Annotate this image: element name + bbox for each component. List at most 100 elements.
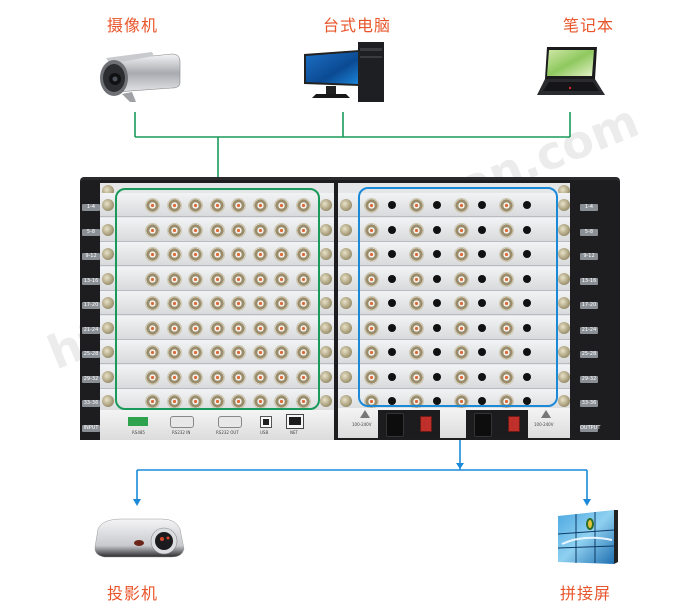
bnc-input-connector[interactable] <box>166 320 182 336</box>
bnc-output-connector[interactable] <box>499 222 514 238</box>
bnc-input-connector[interactable] <box>295 247 311 262</box>
bnc-input-connector[interactable] <box>252 345 268 360</box>
bnc-output-connector[interactable] <box>499 296 514 311</box>
bnc-input-connector[interactable] <box>209 296 225 311</box>
bnc-input-connector[interactable] <box>166 369 182 385</box>
power-switch-1[interactable] <box>420 416 432 432</box>
bnc-input-connector[interactable] <box>209 198 225 213</box>
bnc-output-connector[interactable] <box>409 247 424 262</box>
bnc-output-connector[interactable] <box>409 345 424 360</box>
bnc-input-connector[interactable] <box>274 345 289 360</box>
bnc-input-connector[interactable] <box>209 247 225 262</box>
power-socket-2[interactable] <box>474 413 492 437</box>
bnc-input-connector[interactable] <box>145 320 160 336</box>
bnc-input-connector[interactable] <box>166 271 182 287</box>
bnc-input-connector[interactable] <box>252 296 268 311</box>
bnc-input-connector[interactable] <box>295 345 311 360</box>
bnc-input-connector[interactable] <box>209 345 225 360</box>
rs232-in-port[interactable] <box>170 416 194 428</box>
bnc-input-connector[interactable] <box>188 394 203 409</box>
bnc-input-connector[interactable] <box>145 296 160 311</box>
bnc-input-connector[interactable] <box>295 222 311 238</box>
bnc-output-connector[interactable] <box>409 320 424 336</box>
bnc-input-connector[interactable] <box>231 394 246 409</box>
bnc-input-connector[interactable] <box>145 271 160 287</box>
rs485-terminal[interactable] <box>128 417 148 426</box>
bnc-output-connector[interactable] <box>454 320 469 336</box>
bnc-output-connector[interactable] <box>364 271 379 287</box>
bnc-output-connector[interactable] <box>364 345 379 360</box>
bnc-input-connector[interactable] <box>145 369 160 385</box>
net-port[interactable] <box>286 414 304 429</box>
bnc-input-connector[interactable] <box>231 247 246 262</box>
bnc-input-connector[interactable] <box>209 320 225 336</box>
bnc-input-connector[interactable] <box>145 247 160 262</box>
bnc-input-connector[interactable] <box>295 394 311 409</box>
bnc-input-connector[interactable] <box>252 222 268 238</box>
bnc-input-connector[interactable] <box>188 345 203 360</box>
bnc-input-connector[interactable] <box>295 369 311 385</box>
bnc-input-connector[interactable] <box>295 296 311 311</box>
bnc-input-connector[interactable] <box>295 320 311 336</box>
bnc-input-connector[interactable] <box>188 369 203 385</box>
bnc-input-connector[interactable] <box>295 271 311 287</box>
bnc-output-connector[interactable] <box>499 345 514 360</box>
bnc-input-connector[interactable] <box>274 247 289 262</box>
bnc-input-connector[interactable] <box>231 369 246 385</box>
bnc-input-connector[interactable] <box>166 198 182 213</box>
bnc-output-connector[interactable] <box>409 296 424 311</box>
bnc-input-connector[interactable] <box>231 320 246 336</box>
bnc-output-connector[interactable] <box>499 247 514 262</box>
bnc-output-connector[interactable] <box>454 369 469 385</box>
bnc-input-connector[interactable] <box>252 198 268 213</box>
bnc-output-connector[interactable] <box>454 198 469 213</box>
power-switch-2[interactable] <box>508 416 520 432</box>
bnc-input-connector[interactable] <box>274 271 289 287</box>
usb-port[interactable] <box>260 416 272 428</box>
bnc-input-connector[interactable] <box>188 320 203 336</box>
bnc-input-connector[interactable] <box>145 345 160 360</box>
bnc-output-connector[interactable] <box>499 369 514 385</box>
bnc-input-connector[interactable] <box>231 222 246 238</box>
bnc-input-connector[interactable] <box>274 369 289 385</box>
bnc-output-connector[interactable] <box>454 271 469 287</box>
bnc-output-connector[interactable] <box>364 198 379 213</box>
bnc-output-connector[interactable] <box>364 222 379 238</box>
bnc-output-connector[interactable] <box>454 247 469 262</box>
bnc-output-connector[interactable] <box>409 222 424 238</box>
power-socket-1[interactable] <box>386 413 404 437</box>
bnc-input-connector[interactable] <box>231 345 246 360</box>
bnc-output-connector[interactable] <box>364 320 379 336</box>
bnc-input-connector[interactable] <box>188 198 203 213</box>
bnc-input-connector[interactable] <box>166 222 182 238</box>
bnc-input-connector[interactable] <box>274 198 289 213</box>
bnc-output-connector[interactable] <box>454 345 469 360</box>
bnc-input-connector[interactable] <box>252 394 268 409</box>
bnc-input-connector[interactable] <box>188 296 203 311</box>
bnc-output-connector[interactable] <box>364 247 379 262</box>
bnc-output-connector[interactable] <box>499 271 514 287</box>
bnc-input-connector[interactable] <box>166 247 182 262</box>
bnc-input-connector[interactable] <box>188 222 203 238</box>
bnc-input-connector[interactable] <box>145 222 160 238</box>
bnc-input-connector[interactable] <box>188 247 203 262</box>
bnc-input-connector[interactable] <box>231 198 246 213</box>
bnc-input-connector[interactable] <box>145 198 160 213</box>
bnc-output-connector[interactable] <box>409 271 424 287</box>
bnc-input-connector[interactable] <box>166 394 182 409</box>
bnc-output-connector[interactable] <box>454 222 469 238</box>
bnc-input-connector[interactable] <box>295 198 311 213</box>
bnc-input-connector[interactable] <box>209 369 225 385</box>
bnc-input-connector[interactable] <box>209 394 225 409</box>
bnc-input-connector[interactable] <box>252 271 268 287</box>
bnc-output-connector[interactable] <box>364 369 379 385</box>
bnc-output-connector[interactable] <box>364 296 379 311</box>
bnc-output-connector[interactable] <box>499 320 514 336</box>
bnc-output-connector[interactable] <box>409 198 424 213</box>
bnc-output-connector[interactable] <box>409 369 424 385</box>
bnc-input-connector[interactable] <box>209 222 225 238</box>
bnc-input-connector[interactable] <box>209 271 225 287</box>
bnc-input-connector[interactable] <box>166 296 182 311</box>
bnc-input-connector[interactable] <box>188 271 203 287</box>
rs232-out-port[interactable] <box>218 416 242 428</box>
